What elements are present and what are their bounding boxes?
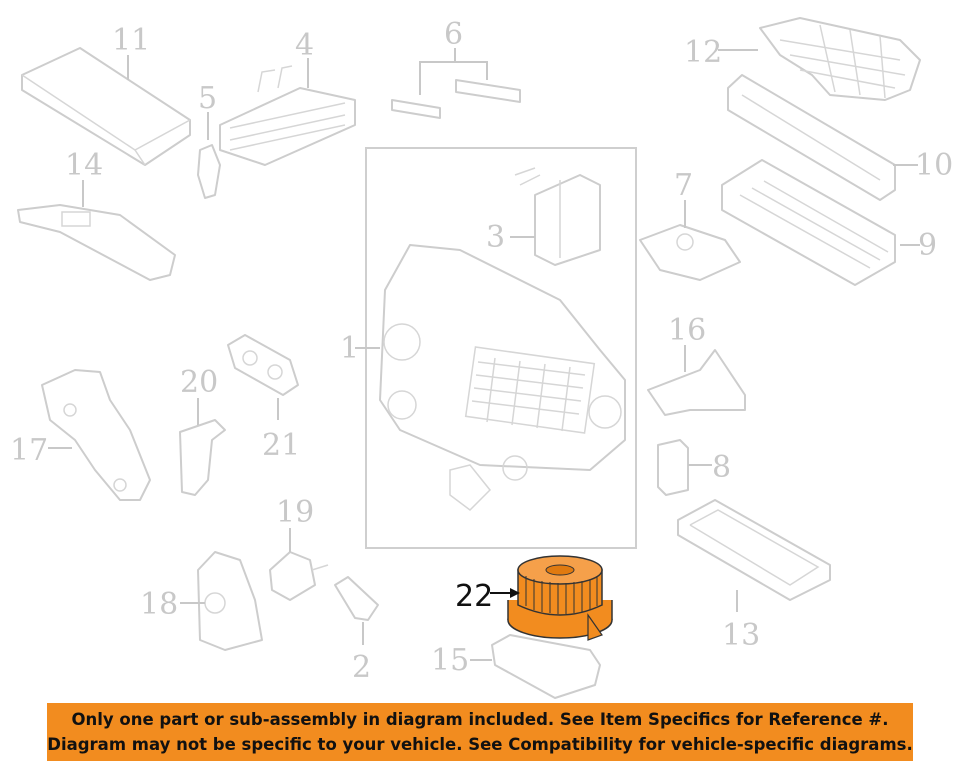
- callout-17: 17: [10, 433, 48, 468]
- part-9-pleated-filter: 9: [721, 159, 937, 286]
- notice-banner: Only one part or sub-assembly in diagram…: [47, 703, 913, 761]
- callout-8: 8: [712, 450, 731, 485]
- callout-5: 5: [198, 81, 217, 116]
- part-8-resistor: 8: [657, 439, 731, 496]
- part-6-seals: 6: [391, 17, 521, 119]
- notice-line-1: Only one part or sub-assembly in diagram…: [71, 710, 889, 729]
- callout-4: 4: [295, 28, 314, 63]
- part-4-heater-core: 4: [219, 28, 356, 166]
- callout-20: 20: [180, 365, 218, 400]
- part-15-bracket-tray: 15: [431, 634, 601, 699]
- part-21-grommet: 21: [227, 334, 300, 463]
- callout-18: 18: [140, 587, 178, 622]
- part-10-filter-frame: 10: [727, 74, 953, 201]
- part-12-screen: 12: [684, 17, 921, 101]
- callout-22: 22: [455, 579, 493, 614]
- callout-10: 10: [915, 148, 953, 183]
- part-20-cover: 20: [179, 365, 226, 496]
- callout-2: 2: [352, 650, 371, 685]
- part-1-housing-assembly: 1: [340, 147, 637, 549]
- parts-diagram: 11 4 5 6 12 10: [10, 17, 953, 699]
- callout-19: 19: [276, 495, 314, 530]
- part-11-filter: 11: [21, 23, 191, 166]
- callout-7: 7: [674, 168, 693, 203]
- part-7-servo: 7: [639, 168, 741, 281]
- notice-line-2: Diagram may not be specific to your vehi…: [47, 735, 913, 754]
- callout-14: 14: [65, 148, 103, 183]
- part-5-clip: 5: [197, 81, 221, 199]
- part-17-linkage: 17: [10, 369, 151, 501]
- part-13-filter-tray: 13: [677, 499, 831, 653]
- callout-13: 13: [722, 618, 760, 653]
- callout-9: 9: [918, 228, 937, 263]
- part-18-bracket: 18: [140, 551, 263, 651]
- part-3-actuator: 3: [486, 167, 601, 266]
- callout-6: 6: [444, 17, 463, 52]
- part-19-sensor: 19: [269, 495, 329, 601]
- callout-3: 3: [486, 220, 505, 255]
- part-22-blower-motor: 22: [455, 555, 613, 641]
- callout-11: 11: [112, 23, 150, 58]
- callout-12: 12: [684, 35, 722, 70]
- callout-16: 16: [668, 313, 706, 348]
- part-16-duct: 16: [647, 313, 746, 416]
- callout-21: 21: [262, 428, 300, 463]
- part-14-bracket: 14: [17, 148, 176, 281]
- callout-15: 15: [431, 643, 469, 678]
- callout-1: 1: [340, 331, 359, 366]
- part-2-clip: 2: [334, 576, 379, 685]
